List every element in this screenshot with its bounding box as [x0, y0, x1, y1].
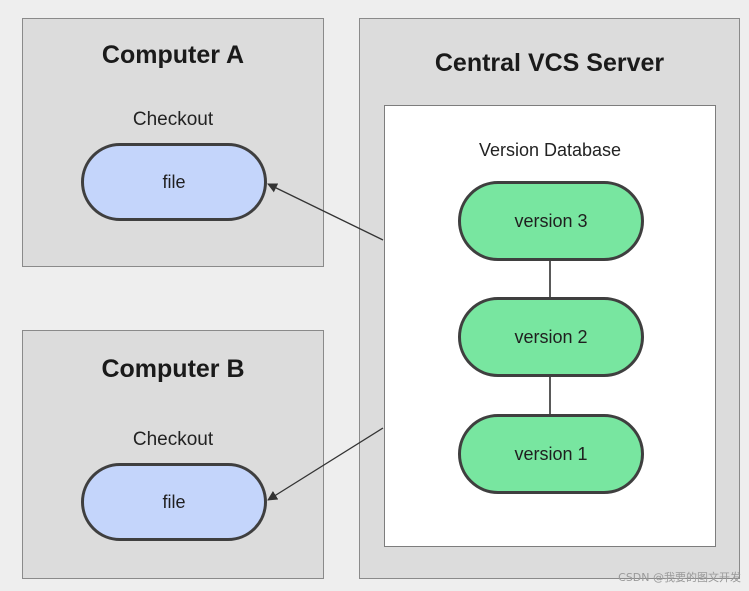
version-2-node: version 2: [458, 297, 644, 377]
version-3-label: version 3: [514, 210, 588, 231]
computer-b-panel: Computer B Checkout file: [22, 330, 324, 579]
version-connector-upper: [549, 256, 551, 300]
server-panel: Central VCS Server Version Database vers…: [359, 18, 740, 579]
computer-a-title: Computer A: [101, 41, 245, 69]
version-2-label: version 2: [514, 326, 588, 347]
computer-a-checkout-label: Checkout: [132, 109, 214, 130]
computer-b-checkout-label: Checkout: [132, 429, 214, 450]
watermark: CSDN @我要的图文开发: [618, 571, 741, 584]
server-title: Central VCS Server: [434, 49, 665, 77]
computer-b-file: file: [81, 463, 267, 541]
version-database-box: Version Database version 3 version 2 ver…: [384, 105, 716, 547]
computer-a-panel: Computer A Checkout file: [22, 18, 324, 267]
version-database-title: Version Database: [478, 140, 622, 160]
version-1-label: version 1: [514, 443, 588, 464]
computer-a-file-label: file: [162, 171, 186, 192]
computer-b-file-label: file: [162, 491, 186, 512]
version-connector-lower: [549, 373, 551, 417]
version-1-node: version 1: [458, 414, 644, 494]
version-3-node: version 3: [458, 181, 644, 261]
computer-a-file: file: [81, 143, 267, 221]
computer-b-title: Computer B: [101, 355, 245, 383]
